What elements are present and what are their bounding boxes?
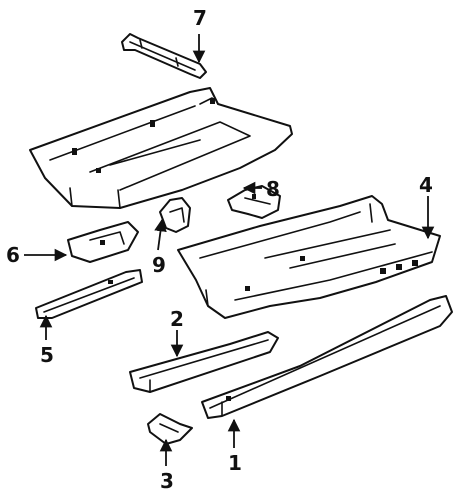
part-6-bracket xyxy=(67,221,139,263)
callout-2: 2 xyxy=(170,307,184,331)
leader-lines xyxy=(24,34,435,466)
callout-labels: 7 8 4 6 9 2 5 1 3 xyxy=(6,6,433,493)
front-floor-pan xyxy=(29,87,293,209)
part-4-rear-floor-pan xyxy=(177,195,441,319)
callout-4: 4 xyxy=(419,173,433,197)
part-2-side-rail xyxy=(129,331,279,393)
part-1-rocker xyxy=(201,295,453,419)
callout-9: 9 xyxy=(152,253,166,277)
part-5-rail xyxy=(35,269,143,319)
callout-5: 5 xyxy=(40,343,54,367)
part-9-bracket xyxy=(159,197,191,233)
callout-6: 6 xyxy=(6,243,20,267)
callout-3: 3 xyxy=(160,469,174,493)
part-7-crossmember xyxy=(121,33,207,79)
callout-7: 7 xyxy=(193,6,207,30)
callout-1: 1 xyxy=(228,451,242,475)
callout-8: 8 xyxy=(266,177,280,201)
part-3-gusset xyxy=(147,413,193,445)
